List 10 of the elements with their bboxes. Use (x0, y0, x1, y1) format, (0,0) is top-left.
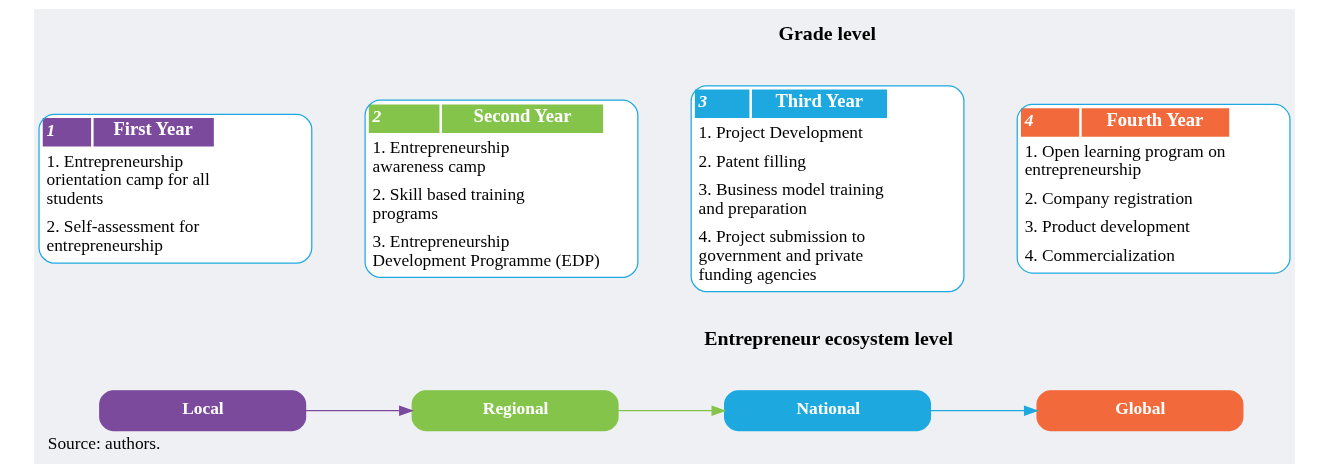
node-box: National (723, 389, 931, 431)
node-box: Regional (411, 389, 619, 431)
caption: Source: authors. (47, 433, 160, 453)
label: Entrepreneur ecosystem level (703, 326, 953, 349)
arrow (304, 404, 414, 416)
arrow (617, 404, 726, 416)
arrow (929, 404, 1039, 416)
node-box: Local (98, 389, 306, 431)
label: Grade level (778, 21, 876, 44)
node-box: Global (1035, 389, 1243, 431)
